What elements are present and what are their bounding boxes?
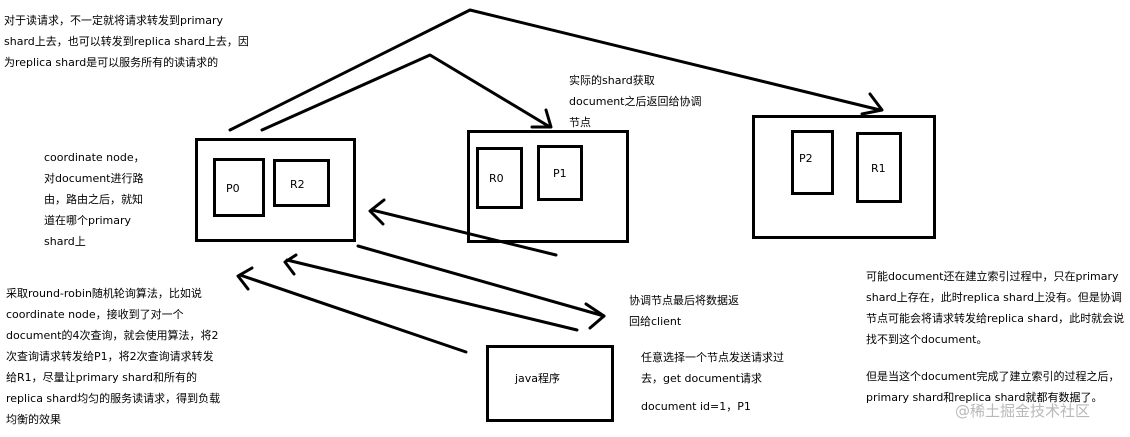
read-request-note: 对于读请求，不一定就将请求转发到primary shard上去，也可以转发到re… xyxy=(4,14,249,69)
return-client-note: 协调节点最后将数据返 回给client xyxy=(629,294,739,328)
shard-p0: P0 xyxy=(213,158,265,217)
arrowhead-node1-b xyxy=(236,266,254,291)
round-robin-note: 采取round-robin随机轮询算法，比如说 coordinate node，… xyxy=(6,287,221,426)
arrowhead-node3 xyxy=(860,92,884,116)
arrowhead-node1-return xyxy=(368,198,386,226)
shard-r2: R2 xyxy=(273,159,330,207)
shard-p2: P2 xyxy=(791,130,834,195)
shard-p0-label: P0 xyxy=(226,182,240,195)
shard-p1-label: P1 xyxy=(553,167,567,180)
arrow-node2-to-node1 xyxy=(370,208,558,257)
shard-p1: P1 xyxy=(537,145,583,201)
node2-box: R0 P1 xyxy=(467,130,629,243)
arrowhead-node1-a xyxy=(283,253,298,276)
arrowhead-client-return xyxy=(584,302,606,330)
shard-r0: R0 xyxy=(476,147,523,209)
client-box: java程序 xyxy=(486,345,614,422)
shard-r2-label: R2 xyxy=(290,178,305,191)
shard-r1: R1 xyxy=(856,132,902,203)
arrow-client-to-node1-a xyxy=(285,258,579,332)
send-request-note: 任意选择一个节点发送请求过 去，get document请求 xyxy=(641,351,784,385)
shard-p2-label: P2 xyxy=(799,152,813,165)
indexing-done-note: 但是当这个document完成了建立索引的过程之后， primary shard… xyxy=(866,370,1120,404)
shard-fetch-note: 实际的shard获取 document之后返回给协调 节点 xyxy=(569,74,702,129)
client-label: java程序 xyxy=(515,372,561,385)
coordinate-node-note: coordinate node， 对document进行路 由，路由之后，就知 … xyxy=(44,151,145,248)
shard-r1-label: R1 xyxy=(871,162,886,175)
arrow-node1-to-node3 xyxy=(228,8,882,132)
watermark: @稀土掘金技术社区 xyxy=(955,402,1091,420)
doc-id-note: document id=1，P1 xyxy=(641,400,751,413)
node3-box: P2 R1 xyxy=(752,115,936,239)
arrow-node1-to-client xyxy=(356,244,606,318)
arrow-node1-to-node2 xyxy=(260,53,552,132)
indexing-note: 可能document还在建立索引过程中，只在primary shard上存在，此… xyxy=(866,270,1125,346)
node1-box: P0 R2 xyxy=(195,138,356,242)
arrowhead-node2 xyxy=(530,108,553,129)
shard-r0-label: R0 xyxy=(489,172,504,185)
arrow-client-to-node1-b xyxy=(238,273,468,354)
